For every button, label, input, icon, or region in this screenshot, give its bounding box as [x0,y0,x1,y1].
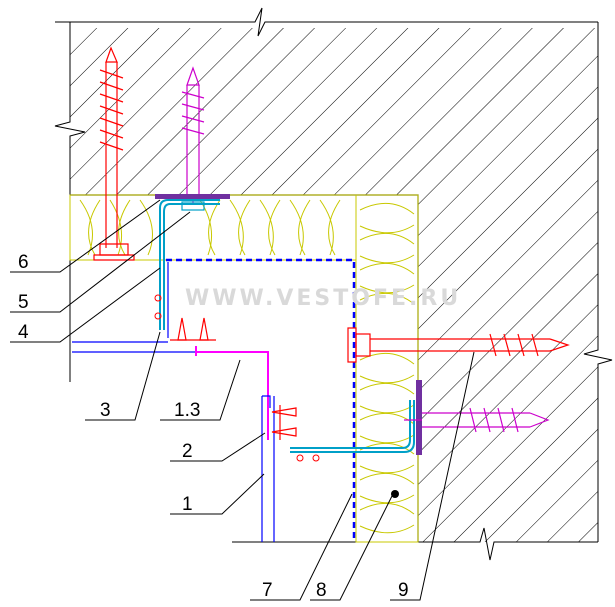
callout-2: 2 [182,441,193,462]
screws-bracket-2 [271,405,297,440]
callout-5: 5 [18,292,29,313]
callout-9: 9 [398,580,409,601]
cladding-corner-1-3 [195,346,269,440]
guide-profile-left [72,262,196,353]
callout-6: 6 [18,252,29,273]
callout-7: 7 [262,580,273,601]
callout-1-3: 1.3 [174,400,200,421]
leader-dot-8 [391,490,399,498]
insulation-dowel-top [93,46,135,261]
watermark-text: WWW.VESTOFE.RU [185,286,461,311]
callout-4: 4 [18,322,29,343]
insulation-dowel-right [347,327,570,363]
top-bracket [154,194,230,330]
leader-lines [10,199,475,601]
lower-bracket [290,380,422,462]
callout-8: 8 [316,580,327,601]
cladding-profile-1 [261,395,275,542]
profile-screws-left [170,317,216,341]
bracket-anchor-right [404,407,550,433]
insulation-layer [69,194,419,543]
callout-3: 3 [100,400,111,421]
callout-1: 1 [182,494,193,515]
